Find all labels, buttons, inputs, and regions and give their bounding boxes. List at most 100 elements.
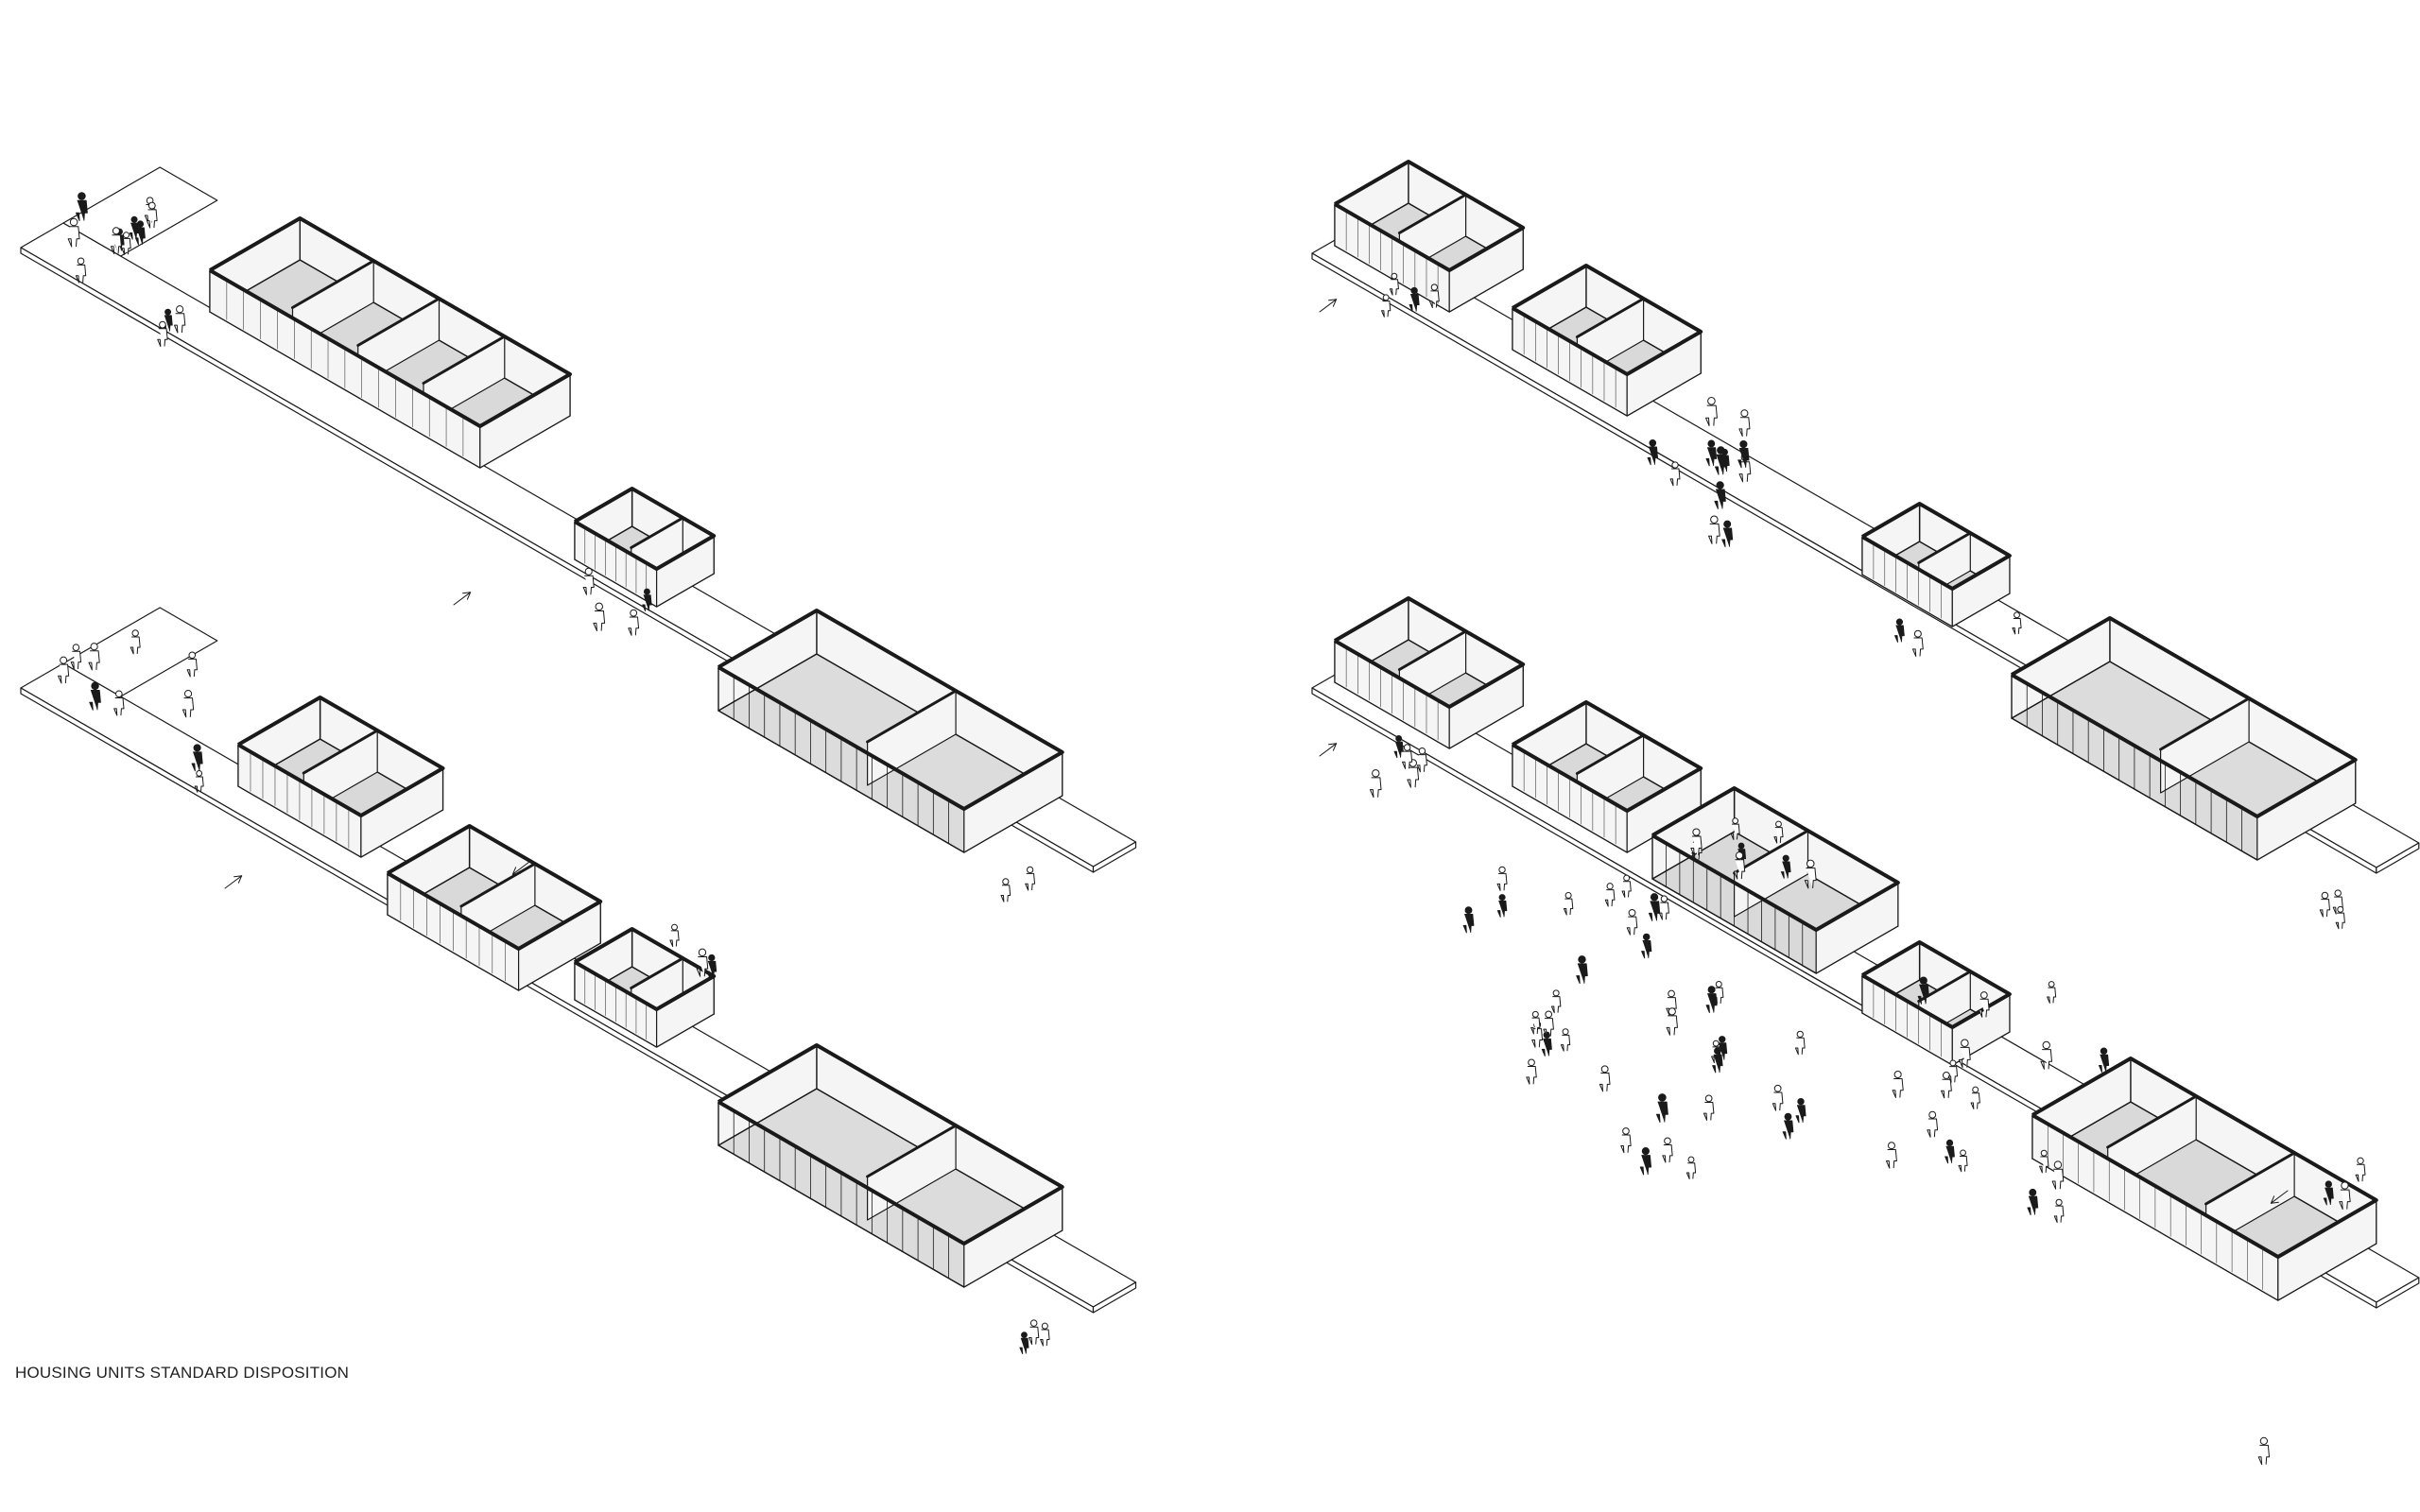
person-80-body	[1703, 1102, 1715, 1121]
person-60	[1369, 769, 1382, 799]
person-117	[1941, 1072, 1952, 1099]
unit-bl-1-partition-top-0	[302, 729, 379, 775]
plaza-top-left	[62, 166, 218, 257]
person-127-body	[2257, 1444, 2270, 1466]
unit-br-3	[1651, 786, 1900, 974]
person-120-body	[2051, 1168, 2065, 1190]
person-36	[1428, 284, 1440, 309]
person-114-head	[1919, 976, 1927, 985]
person-84-head	[1578, 955, 1586, 964]
person-85-body	[1782, 1120, 1794, 1140]
building-layer	[209, 160, 2378, 1301]
person-119	[1892, 1070, 1904, 1098]
unit-bl-4	[717, 1043, 1064, 1288]
person-55	[2335, 905, 2345, 930]
person-81-body	[1526, 1066, 1537, 1085]
person-55-body	[2335, 912, 2345, 930]
person-27-body	[706, 960, 717, 979]
unit-tl-2	[573, 487, 717, 608]
person-2	[134, 220, 146, 246]
person-45-head	[1707, 397, 1716, 405]
person-99	[1780, 854, 1791, 879]
person-44	[1721, 520, 1734, 548]
person-56	[2319, 891, 2330, 918]
person-112	[1945, 1139, 1955, 1164]
person-33-head	[1029, 1319, 1038, 1327]
arrow-entry-top-left-shaft	[453, 592, 472, 606]
person-66	[1496, 866, 1508, 891]
person-31	[1000, 878, 1011, 902]
person-120	[2051, 1160, 2065, 1190]
unit-tl-1	[209, 216, 572, 469]
arrow-entry-bottom-right	[1319, 743, 1338, 757]
unit-tl-1-wall-top	[209, 216, 572, 428]
person-75	[1794, 1030, 1806, 1056]
arrow-exit-bottom-left-shaft	[511, 861, 530, 875]
person-59-head	[1403, 744, 1411, 751]
person-27-head	[708, 954, 716, 962]
person-96	[1666, 1007, 1678, 1036]
person-18-body	[89, 689, 101, 711]
person-102	[1773, 820, 1784, 844]
arrow-entry-bottom-left-shaft	[224, 875, 243, 889]
person-127	[2257, 1436, 2270, 1466]
person-7-body	[110, 234, 122, 255]
person-114	[1917, 976, 1929, 1005]
unit-tl-3-front-base	[717, 710, 965, 853]
person-66-head	[1498, 866, 1506, 874]
person-61	[1416, 747, 1427, 773]
unit-tr-1	[1333, 160, 1526, 313]
person-126-body	[2355, 1163, 2366, 1182]
person-48-body	[1647, 446, 1658, 466]
person-65-body	[1462, 913, 1475, 934]
person-77-head	[1773, 1084, 1782, 1092]
person-79	[1599, 1065, 1611, 1092]
person-90-body	[1543, 1018, 1554, 1037]
person-12-head	[176, 305, 184, 314]
person-26-head	[584, 567, 593, 576]
person-77-body	[1772, 1091, 1784, 1111]
person-64	[1621, 874, 1632, 898]
unit-br-3-partition-top-0	[1733, 829, 1810, 875]
person-17	[88, 643, 100, 671]
person-8-head	[77, 257, 85, 266]
arrow-entry-bottom-right-head-b	[1332, 743, 1338, 751]
person-58-body	[1407, 766, 1420, 788]
person-47-head	[1717, 446, 1725, 455]
person-12-body	[174, 313, 186, 334]
person-94-head	[1622, 1127, 1630, 1135]
person-116-body	[1958, 1155, 1968, 1173]
person-89-body	[1530, 1017, 1541, 1035]
unit-br-5-wall-top	[2031, 1057, 2378, 1259]
person-124-head	[2341, 1181, 2349, 1190]
person-15-body	[186, 658, 198, 678]
person-21	[191, 744, 203, 772]
person-117-head	[1942, 1072, 1950, 1079]
person-101-head	[1732, 817, 1739, 824]
person-91-head	[1687, 1156, 1695, 1163]
person-54	[2332, 889, 2343, 915]
person-126-head	[2357, 1157, 2364, 1164]
person-8-body	[75, 264, 87, 284]
arrow-entry-top-right-head-b	[1332, 299, 1338, 307]
unit-tr-4	[2010, 616, 2358, 861]
unit-bl-4-wall-top	[717, 1043, 1064, 1246]
person-29-head	[698, 948, 707, 957]
person-63-head	[1642, 933, 1651, 941]
person-31-body	[1000, 885, 1011, 902]
person-20-head	[131, 629, 139, 637]
person-125	[2323, 1180, 2334, 1206]
person-48-head	[1649, 438, 1657, 447]
unit-tl-2-wall-top	[573, 487, 717, 571]
person-2-body	[134, 227, 146, 246]
person-43-body	[1714, 489, 1726, 509]
person-79-body	[1599, 1073, 1611, 1092]
person-43	[1714, 481, 1726, 509]
person-92	[1550, 989, 1562, 1014]
person-22-body	[194, 776, 204, 793]
person-25	[593, 602, 606, 632]
person-28-head	[671, 923, 678, 931]
unit-bl-2-partition-top-0	[459, 862, 537, 908]
unit-tr-1-wall-top	[1333, 160, 1526, 272]
unit-br-5-partition-top-0	[2106, 1094, 2198, 1149]
